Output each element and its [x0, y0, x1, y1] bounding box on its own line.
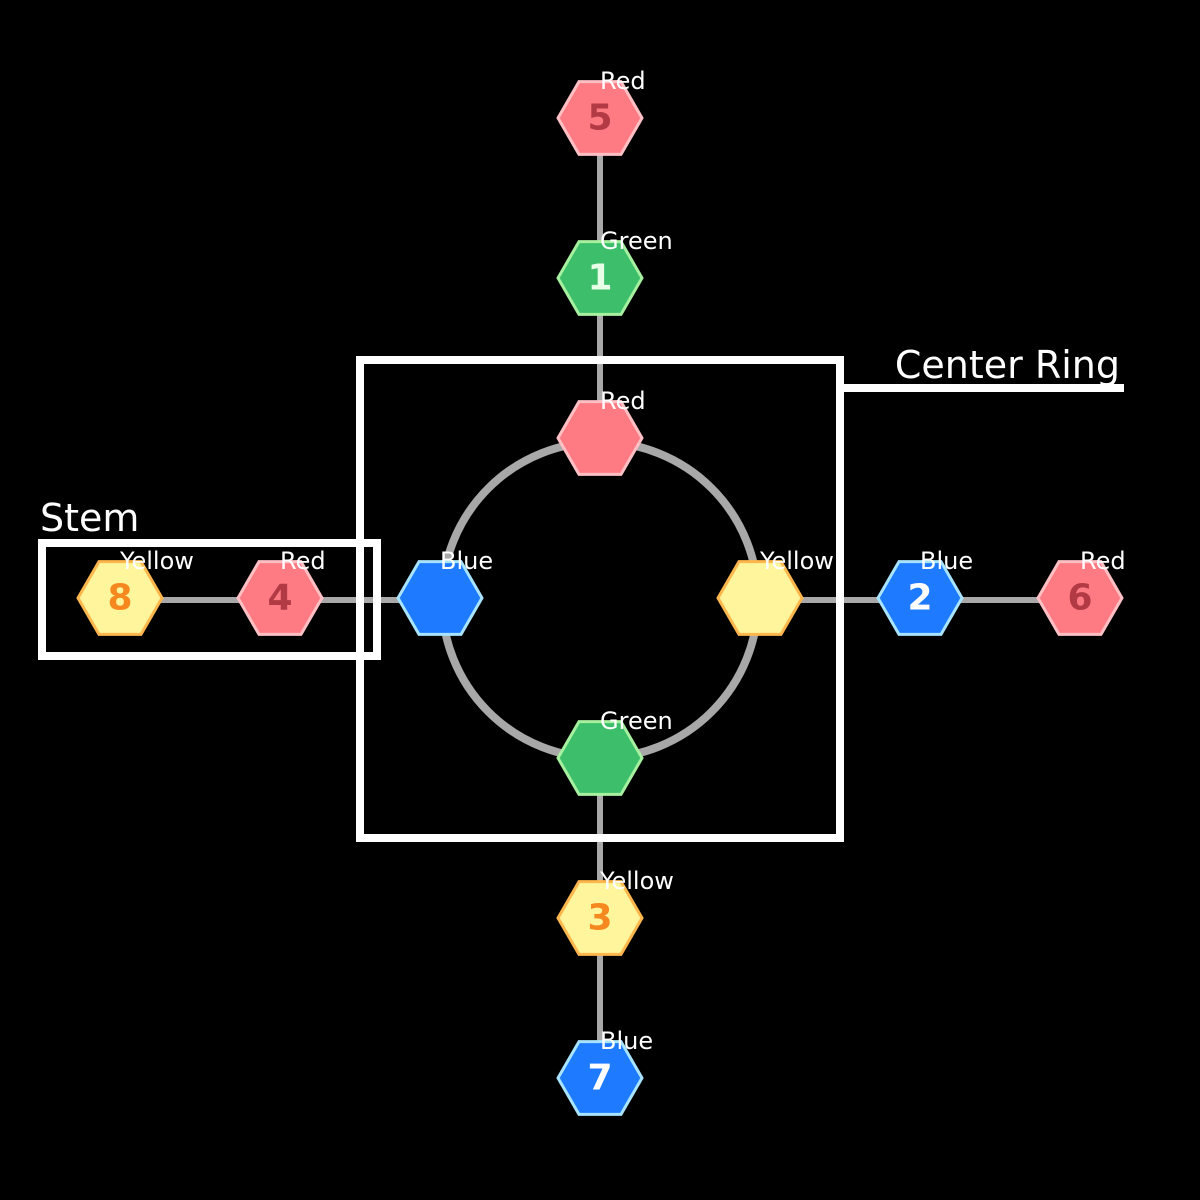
cell-number: 3 [587, 898, 612, 939]
cell-number: 2 [907, 578, 932, 619]
cell-number: 7 [587, 1058, 612, 1099]
cell-left-1: 4 Red [236, 547, 326, 636]
hexagon-shape [556, 1040, 644, 1116]
cell-color-label: Blue [600, 1027, 653, 1055]
center-ring-region: Center Ring [356, 343, 1124, 842]
cell-right-2: 6 Red [1036, 547, 1126, 636]
cell-color-label: Blue [440, 547, 493, 575]
hexagon-shape [396, 560, 484, 636]
cell-color-label: Yellow [119, 547, 194, 575]
hexagon-shape [556, 720, 644, 796]
stem-title: Stem [40, 496, 139, 540]
hexagon-shape [556, 400, 644, 476]
cell-left-2: 8 Yellow [76, 547, 194, 636]
cell-color-label: Yellow [599, 867, 674, 895]
cell-color-label: Green [600, 227, 673, 255]
cell-color-label: Yellow [759, 547, 834, 575]
stem-box [38, 539, 381, 660]
hexagon-shape [556, 880, 644, 956]
hexagon-shape [1036, 560, 1124, 636]
cell-number: 4 [267, 578, 292, 619]
cell-number: 6 [1067, 578, 1092, 619]
cell-ring-top: Red [556, 387, 646, 476]
hexagon-shape [556, 80, 644, 156]
hexagon-shape [236, 560, 324, 636]
cell-down-1: 3 Yellow [556, 867, 674, 956]
cell-down-2: 7 Blue [556, 1027, 653, 1116]
hexagon-shape [716, 560, 804, 636]
cell-color-label: Red [280, 547, 326, 575]
cell-ring-bottom: Green [556, 707, 673, 796]
cell-number: 1 [587, 258, 612, 299]
stem-region: Stem [38, 496, 381, 660]
hexagon-shape [876, 560, 964, 636]
cell-ring-left: Blue [396, 547, 493, 636]
cell-color-label: Blue [920, 547, 973, 575]
cell-up-1: 1 Green [556, 227, 673, 316]
cell-color-label: Green [600, 707, 673, 735]
cell-number: 5 [587, 98, 612, 139]
cell-color-label: Red [1080, 547, 1126, 575]
cell-up-2: 5 Red [556, 67, 646, 156]
center-ring-title: Center Ring [895, 343, 1120, 387]
center-ring-box [356, 356, 844, 842]
cell-color-label: Red [600, 387, 646, 415]
cell-color-label: Red [600, 67, 646, 95]
cell-number: 8 [107, 578, 132, 619]
hexagon-shape [76, 560, 164, 636]
cell-right-1: 2 Blue [876, 547, 973, 636]
cell-ring-right: Yellow [716, 547, 834, 636]
hexagon-shape [556, 240, 644, 316]
